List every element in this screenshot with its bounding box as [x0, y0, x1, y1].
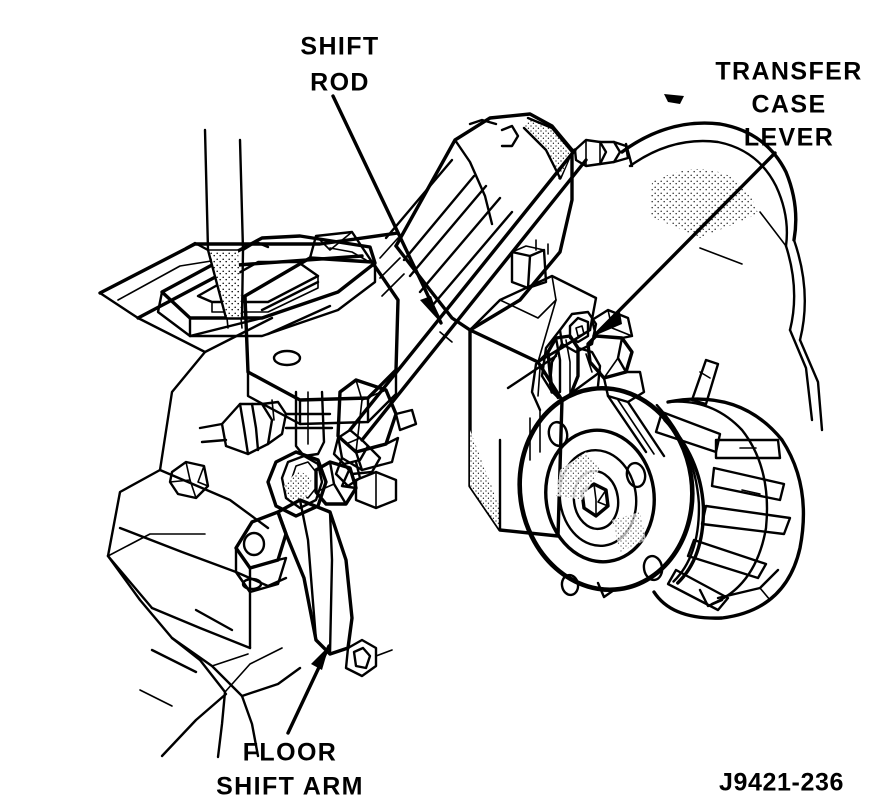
callout-shift-rod-leader: [331, 94, 443, 325]
callout-transfer-case-lever-line3: LEVER: [744, 124, 834, 152]
callout-transfer-case-lever-leader: [592, 151, 777, 338]
finned-housing-group: [652, 358, 806, 620]
callout-transfer-case-lever-line1: TRANSFER: [715, 58, 862, 86]
callout-floor-shift-arm: FLOOR SHIFT ARM: [216, 644, 364, 801]
rear-housing-group: [620, 121, 806, 342]
callout-shift-rod: SHIFT ROD: [300, 33, 443, 325]
crossmember-group: [106, 526, 302, 758]
hex-nut-left-group: [168, 460, 210, 500]
yoke-flange-group: [517, 385, 706, 599]
callout-floor-shift-arm-arrowhead: [311, 646, 329, 670]
callout-shift-rod-line2: ROD: [310, 69, 370, 97]
figure-number-label: J9421-236: [719, 769, 844, 797]
callout-floor-shift-arm-line1: FLOOR: [243, 739, 338, 767]
case-stud-detail-group: [510, 239, 549, 290]
adjuster-trunnion-group: [198, 399, 334, 456]
linkage-clevis-group: [334, 378, 418, 488]
background-panel-right-group: [699, 247, 824, 432]
underbody-panel-group: [139, 608, 234, 707]
callout-transfer-case-lever-line2: CASE: [751, 91, 826, 119]
callout-floor-shift-arm-line2: SHIFT ARM: [216, 773, 364, 801]
callout-shift-rod-line1: SHIFT: [300, 33, 379, 61]
floor-shift-bracket-group: [243, 230, 400, 458]
callout-transfer-case-lever: TRANSFER CASE LEVER: [592, 58, 862, 338]
floor-shift-arm-group: [234, 498, 393, 678]
shift-lever-rod-group: [184, 128, 270, 329]
registration-tick-mark: [664, 94, 684, 104]
callout-shift-rod-arrowhead: [420, 296, 441, 323]
callout-transfer-case-lever-arrowhead: [594, 312, 622, 336]
yoke-strap-group: [530, 334, 602, 412]
shift-boot-plate-group: [156, 234, 377, 338]
